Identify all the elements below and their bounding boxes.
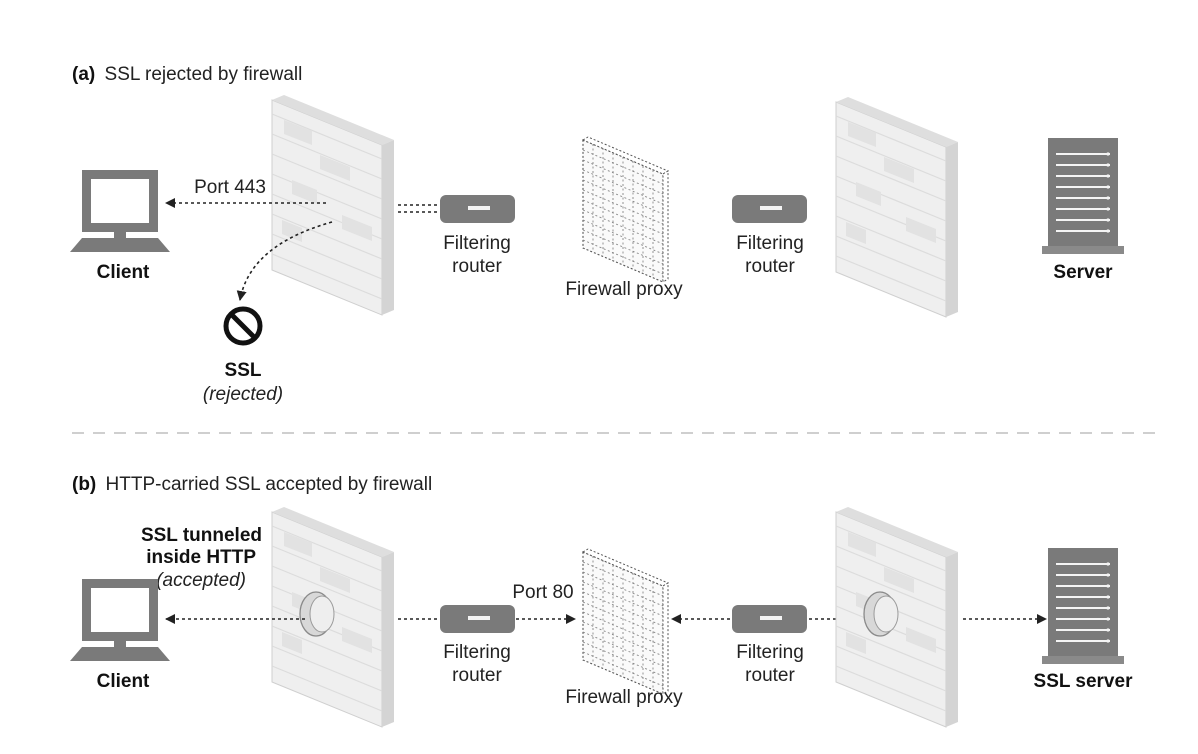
panel-a-ssl-label: SSL (225, 360, 262, 381)
panel-b-router-1-label-2: router (452, 665, 502, 686)
panel-b-server-icon (1041, 547, 1125, 665)
panel-b-proxy-label: Firewall proxy (565, 687, 683, 708)
tunnel-icon-2 (863, 591, 899, 637)
panel-b-title-text: HTTP-carried SSL accepted by firewall (106, 474, 433, 495)
panel-a-router-1-icon (440, 195, 515, 223)
panel-b-router-2-icon (732, 605, 807, 633)
panel-a-rejected-arrow (236, 221, 333, 301)
panel-b-router-2-label-2: router (745, 665, 795, 686)
panel-a-router-2-icon (732, 195, 807, 223)
panel-a-server-icon (1041, 137, 1125, 255)
panel-a-router-2-label-2: router (745, 256, 795, 277)
panel-a-proxy-label: Firewall proxy (565, 279, 683, 300)
panel-a-ssl-status: (rejected) (203, 384, 283, 405)
panel-b-firewall-proxy-icon (582, 548, 669, 695)
panel-a-title: (a) SSL rejected by firewall (72, 64, 302, 85)
client-computer-icon-b (70, 579, 170, 661)
panel-b-title: (b) HTTP-carried SSL accepted by firewal… (72, 474, 432, 495)
panel-b-server-label: SSL server (1034, 671, 1134, 692)
panel-b-tunnel-label-2: inside HTTP (146, 547, 256, 568)
panel-b-router-2-label-1: Filtering (736, 642, 804, 663)
panel-a-client-label: Client (97, 262, 150, 283)
panel-b-router-1-label-1: Filtering (443, 642, 511, 663)
panel-b-marker: (b) (72, 474, 96, 495)
panel-b-port-label: Port 80 (512, 582, 573, 603)
panel-a-title-text: SSL rejected by firewall (105, 64, 303, 85)
panel-a-firewall-proxy-icon (582, 136, 669, 283)
panel-a-firewall-wall-1 (271, 94, 395, 316)
panel-a-port-label: Port 443 (194, 177, 266, 198)
panel-a-router-1-label-1: Filtering (443, 233, 511, 254)
client-computer-icon (70, 170, 170, 252)
panel-a-server-label: Server (1053, 262, 1113, 283)
panel-a-marker: (a) (72, 64, 95, 85)
panel-b-tunnel-label-1: SSL tunneled (141, 525, 262, 546)
panel-a-router-2-label-1: Filtering (736, 233, 804, 254)
no-entry-icon (223, 306, 263, 346)
panel-b-tunnel-status: (accepted) (156, 570, 246, 591)
panel-b-router-1-icon (440, 605, 515, 633)
panel-b-client-label: Client (97, 671, 150, 692)
tunnel-icon (299, 591, 335, 637)
panel-a-firewall-wall-2 (835, 96, 959, 318)
panel-a-router-1-label-2: router (452, 256, 502, 277)
